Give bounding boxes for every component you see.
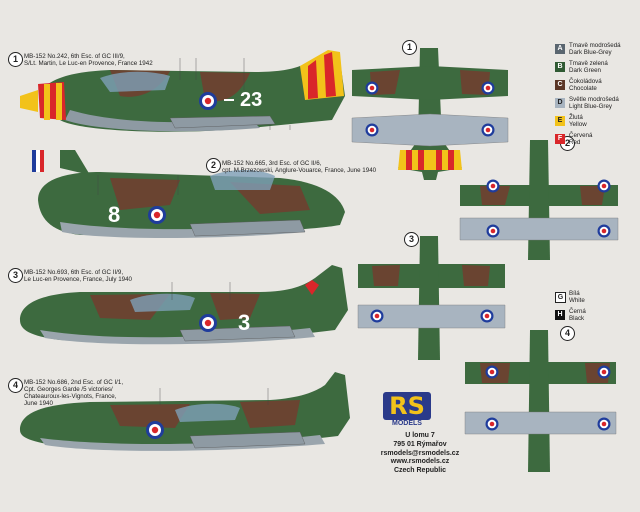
- legend-swatch-d: D: [555, 98, 565, 108]
- company-address: U lomu 7 795 01 Rýmařov rsmodels@rsmodel…: [360, 432, 480, 476]
- profile-1-caption: MB-152 No.242, 6th Esc. of GC III/9, S/L…: [24, 53, 153, 67]
- legend-swatch-e: E: [555, 116, 565, 126]
- profile-1-code: 23: [240, 89, 263, 111]
- plan-number-3: 3: [404, 232, 419, 247]
- plan-3-aircraft: [357, 236, 506, 360]
- profile-3-code: 3: [238, 310, 251, 335]
- profile-4-caption-line-2: Cpt. Georges Garde /5 victories/: [24, 386, 113, 394]
- logo-subtitle: MODELS: [392, 420, 422, 427]
- profile-1-caption-line-2: S/Lt. Martin, Le Luc-en Provence, France…: [24, 60, 153, 68]
- plan-4-aircraft: [464, 330, 617, 472]
- profile-2-caption-line-1: MB-152 No.665, 3rd Esc. of GC II/6,: [222, 160, 322, 167]
- profile-number-2: 2: [206, 158, 221, 173]
- profile-number-4: 4: [8, 378, 23, 393]
- profile-number-1: 1: [8, 52, 23, 67]
- profile-4-caption-line-1: MB-152 No.686, 2nd Esc. of GC I/1,: [24, 379, 124, 386]
- profile-3-caption-line-2: Le Luc-en Provence, France, July 1940: [24, 276, 133, 284]
- plan-1-underside: [351, 113, 509, 147]
- profile-4-caption-line-4: June 1940: [24, 400, 53, 408]
- address-line-1: U lomu 7: [405, 432, 435, 439]
- leader-lines: [97, 58, 291, 405]
- legend-swatch-h: H: [555, 310, 565, 320]
- address-country: Czech Republic: [393, 467, 447, 474]
- profile-4-caption-line-3: Chateauroux-les-Vignots, France,: [24, 393, 117, 401]
- profile-1-aircraft: [20, 50, 345, 132]
- logo-text: RS: [389, 392, 425, 420]
- profile-4-aircraft: [20, 372, 350, 451]
- profile-1-caption-line-1: MB-152 No.242, 6th Esc. of GC III/9,: [24, 53, 125, 60]
- profile-3-aircraft: [20, 265, 348, 345]
- address-email: rsmodels@rsmodels.cz: [380, 449, 460, 457]
- rs-models-logo: RS MODELS: [383, 392, 431, 432]
- profile-2-caption-line-2: cpt. M.Brzezowski, Anglure-Vouarce, Fran…: [222, 167, 377, 175]
- plan-number-1: 1: [402, 40, 417, 55]
- profile-2-caption: MB-152 No.665, 3rd Esc. of GC II/6, cpt.…: [222, 160, 376, 174]
- legend-swatch-c: C: [555, 80, 565, 90]
- plan-2-aircraft: [459, 140, 619, 260]
- profile-2-code: 8: [108, 202, 121, 227]
- legend-swatch-f: F: [555, 134, 565, 144]
- legend-swatch-g: G: [555, 292, 566, 303]
- profile-3-caption-line-1: MB-152 No.693, 6th Esc. of GC II/9,: [24, 269, 124, 276]
- profile-2-aircraft: [32, 150, 345, 238]
- legend-swatch-a: A: [555, 44, 565, 54]
- profile-3-caption: MB-152 No.693, 6th Esc. of GC II/9, Le L…: [24, 269, 132, 283]
- profile-4-caption: MB-152 No.686, 2nd Esc. of GC I/1, Cpt. …: [24, 379, 123, 408]
- plan-1-aircraft: [352, 48, 508, 180]
- address-website: www.rsmodels.cz: [390, 458, 450, 466]
- plan-number-4: 4: [560, 326, 575, 341]
- legend-swatch-b: B: [555, 62, 565, 72]
- profile-number-3: 3: [8, 268, 23, 283]
- address-line-2: 795 01 Rýmařov: [393, 440, 447, 448]
